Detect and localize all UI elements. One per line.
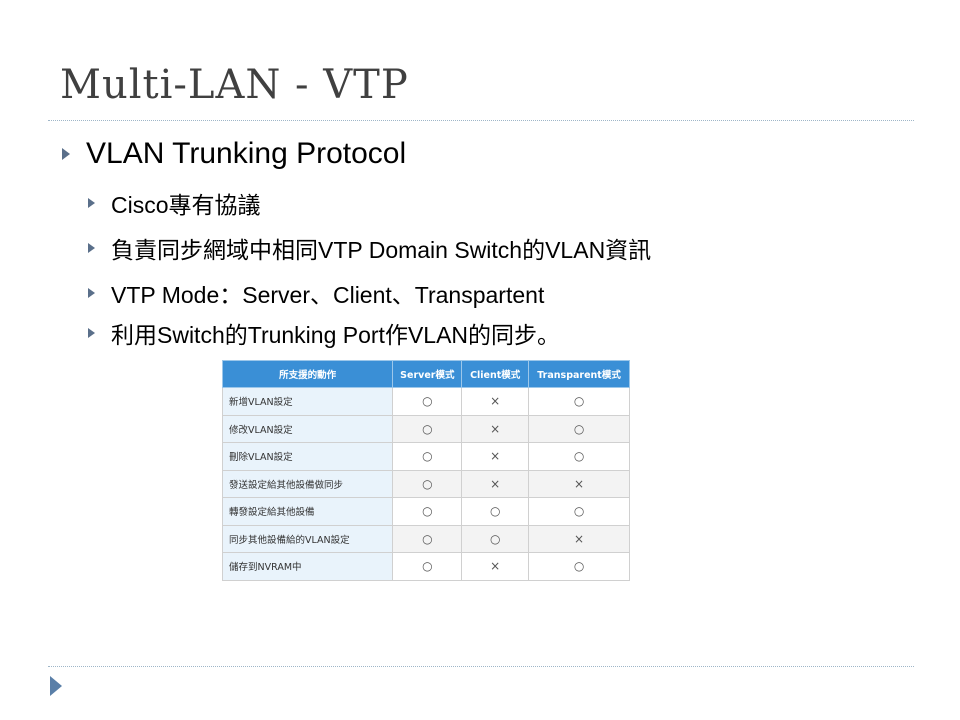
cell-action: 新增VLAN設定 — [221, 387, 394, 416]
footer-divider — [48, 666, 914, 667]
bullet-level2: Cisco專有協議 — [88, 186, 261, 220]
table-row: 發送設定給其他設備做同步 ○ × × — [221, 469, 630, 498]
bullet-triangle-icon — [88, 243, 95, 253]
slide-nav-arrow-icon[interactable] — [50, 676, 62, 696]
bullet-text: 利用Switch的Trunking Port作VLAN的同步。 — [111, 322, 561, 348]
cell-action: 發送設定給其他設備做同步 — [221, 469, 394, 498]
cell-client: ○ — [461, 497, 530, 526]
bullet-text: VTP Mode：Server、Client、Transpartent — [111, 282, 545, 308]
cell-action: 同步其他設備給的VLAN設定 — [221, 524, 394, 553]
cell-client: ○ — [461, 524, 530, 553]
header-transparent: Transparent模式 — [528, 360, 630, 388]
header-server: Server模式 — [392, 360, 463, 388]
table-row: 修改VLAN設定 ○ × ○ — [221, 414, 630, 443]
header-action: 所支援的動作 — [221, 360, 394, 388]
cell-action: 修改VLAN設定 — [221, 414, 394, 443]
cell-server: ○ — [392, 387, 463, 416]
bullet-text: VLAN Trunking Protocol — [86, 137, 407, 170]
cell-server: ○ — [392, 469, 463, 498]
bullet-triangle-icon — [62, 148, 70, 160]
bullet-text: Cisco專有協議 — [111, 192, 261, 218]
table-row: 新增VLAN設定 ○ × ○ — [221, 387, 630, 416]
table-header-row: 所支援的動作 Server模式 Client模式 Transparent模式 — [221, 360, 630, 388]
cell-server: ○ — [392, 414, 463, 443]
bullet-text: 負責同步網域中相同VTP Domain Switch的VLAN資訊 — [111, 237, 652, 263]
cell-server: ○ — [392, 442, 463, 471]
cell-transparent: × — [528, 469, 630, 498]
bullet-triangle-icon — [88, 288, 95, 298]
cell-client: × — [461, 552, 530, 581]
cell-transparent: ○ — [528, 497, 630, 526]
cell-server: ○ — [392, 524, 463, 553]
bullet-level2: 負責同步網域中相同VTP Domain Switch的VLAN資訊 — [88, 231, 651, 265]
bullet-level1: VLAN Trunking Protocol — [62, 137, 406, 171]
title-divider — [48, 120, 914, 121]
cell-client: × — [461, 414, 530, 443]
cell-action: 刪除VLAN設定 — [221, 442, 394, 471]
bullet-level2: VTP Mode：Server、Client、Transpartent — [88, 276, 544, 310]
cell-transparent: ○ — [528, 552, 630, 581]
cell-transparent: × — [528, 524, 630, 553]
vtp-mode-table: 所支援的動作 Server模式 Client模式 Transparent模式 新… — [221, 360, 630, 581]
cell-transparent: ○ — [528, 387, 630, 416]
cell-action: 轉發設定給其他設備 — [221, 497, 394, 526]
bullet-level2: 利用Switch的Trunking Port作VLAN的同步。 — [88, 316, 560, 350]
cell-server: ○ — [392, 552, 463, 581]
cell-client: × — [461, 469, 530, 498]
slide-title: Multi-LAN - VTP — [60, 62, 409, 108]
bullet-triangle-icon — [88, 198, 95, 208]
cell-client: × — [461, 442, 530, 471]
cell-transparent: ○ — [528, 414, 630, 443]
cell-server: ○ — [392, 497, 463, 526]
header-client: Client模式 — [461, 360, 530, 388]
table-row: 刪除VLAN設定 ○ × ○ — [221, 442, 630, 471]
cell-client: × — [461, 387, 530, 416]
cell-action: 儲存到NVRAM中 — [221, 552, 394, 581]
bullet-triangle-icon — [88, 328, 95, 338]
table-row: 儲存到NVRAM中 ○ × ○ — [221, 552, 630, 581]
table-row: 轉發設定給其他設備 ○ ○ ○ — [221, 497, 630, 526]
cell-transparent: ○ — [528, 442, 630, 471]
table-row: 同步其他設備給的VLAN設定 ○ ○ × — [221, 524, 630, 553]
